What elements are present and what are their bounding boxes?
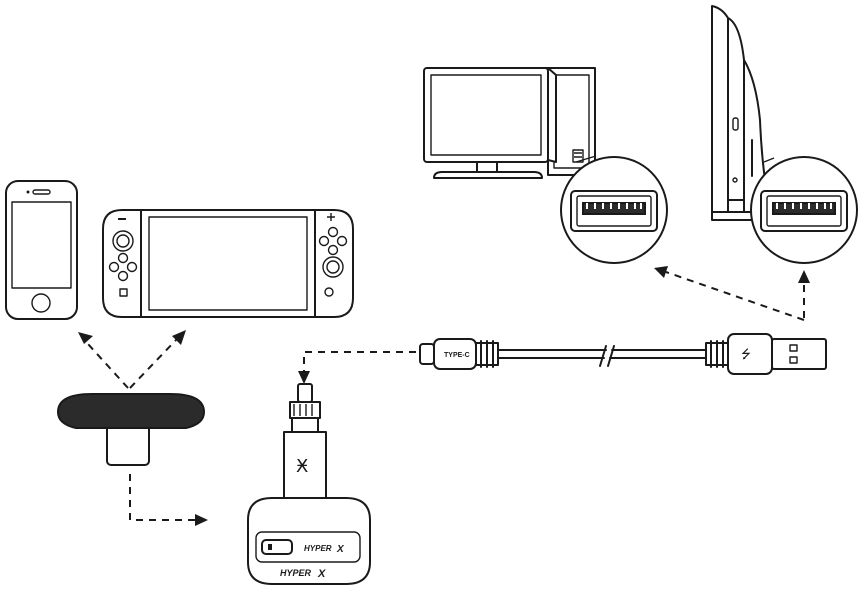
arrow-adapter-to-dongle — [130, 474, 208, 526]
pc-usb-port-zoom — [561, 156, 667, 263]
usb-symbol: ⭍ — [741, 347, 751, 361]
usb-c-adapter — [58, 394, 204, 465]
arrow-cable-to-pc-port — [654, 266, 804, 320]
desktop-pc — [424, 68, 595, 178]
arrow-cable-to-dongle — [298, 352, 416, 384]
arrow-adapter-to-phone — [78, 332, 128, 388]
smartphone — [6, 181, 77, 319]
usb-cable: TYPE-C ⭍ — [420, 334, 826, 374]
dongle-front-brand: HYPER — [280, 568, 312, 578]
arrow-adapter-to-switch — [130, 330, 186, 388]
typec-label: TYPE-C — [444, 352, 470, 359]
wireless-dongle: Ӿ HYPER X HYPER X — [248, 384, 370, 584]
nintendo-switch — [103, 210, 353, 317]
arrow-cable-to-ps5-port — [798, 270, 810, 318]
dongle-front-brand-mark: X — [317, 568, 326, 580]
dongle-top-brand-mark: X — [336, 544, 345, 555]
dongle-top-brand: HYPER — [304, 544, 332, 553]
dongle-logo: Ӿ — [296, 456, 308, 477]
ps5-usb-port-zoom — [751, 157, 857, 263]
